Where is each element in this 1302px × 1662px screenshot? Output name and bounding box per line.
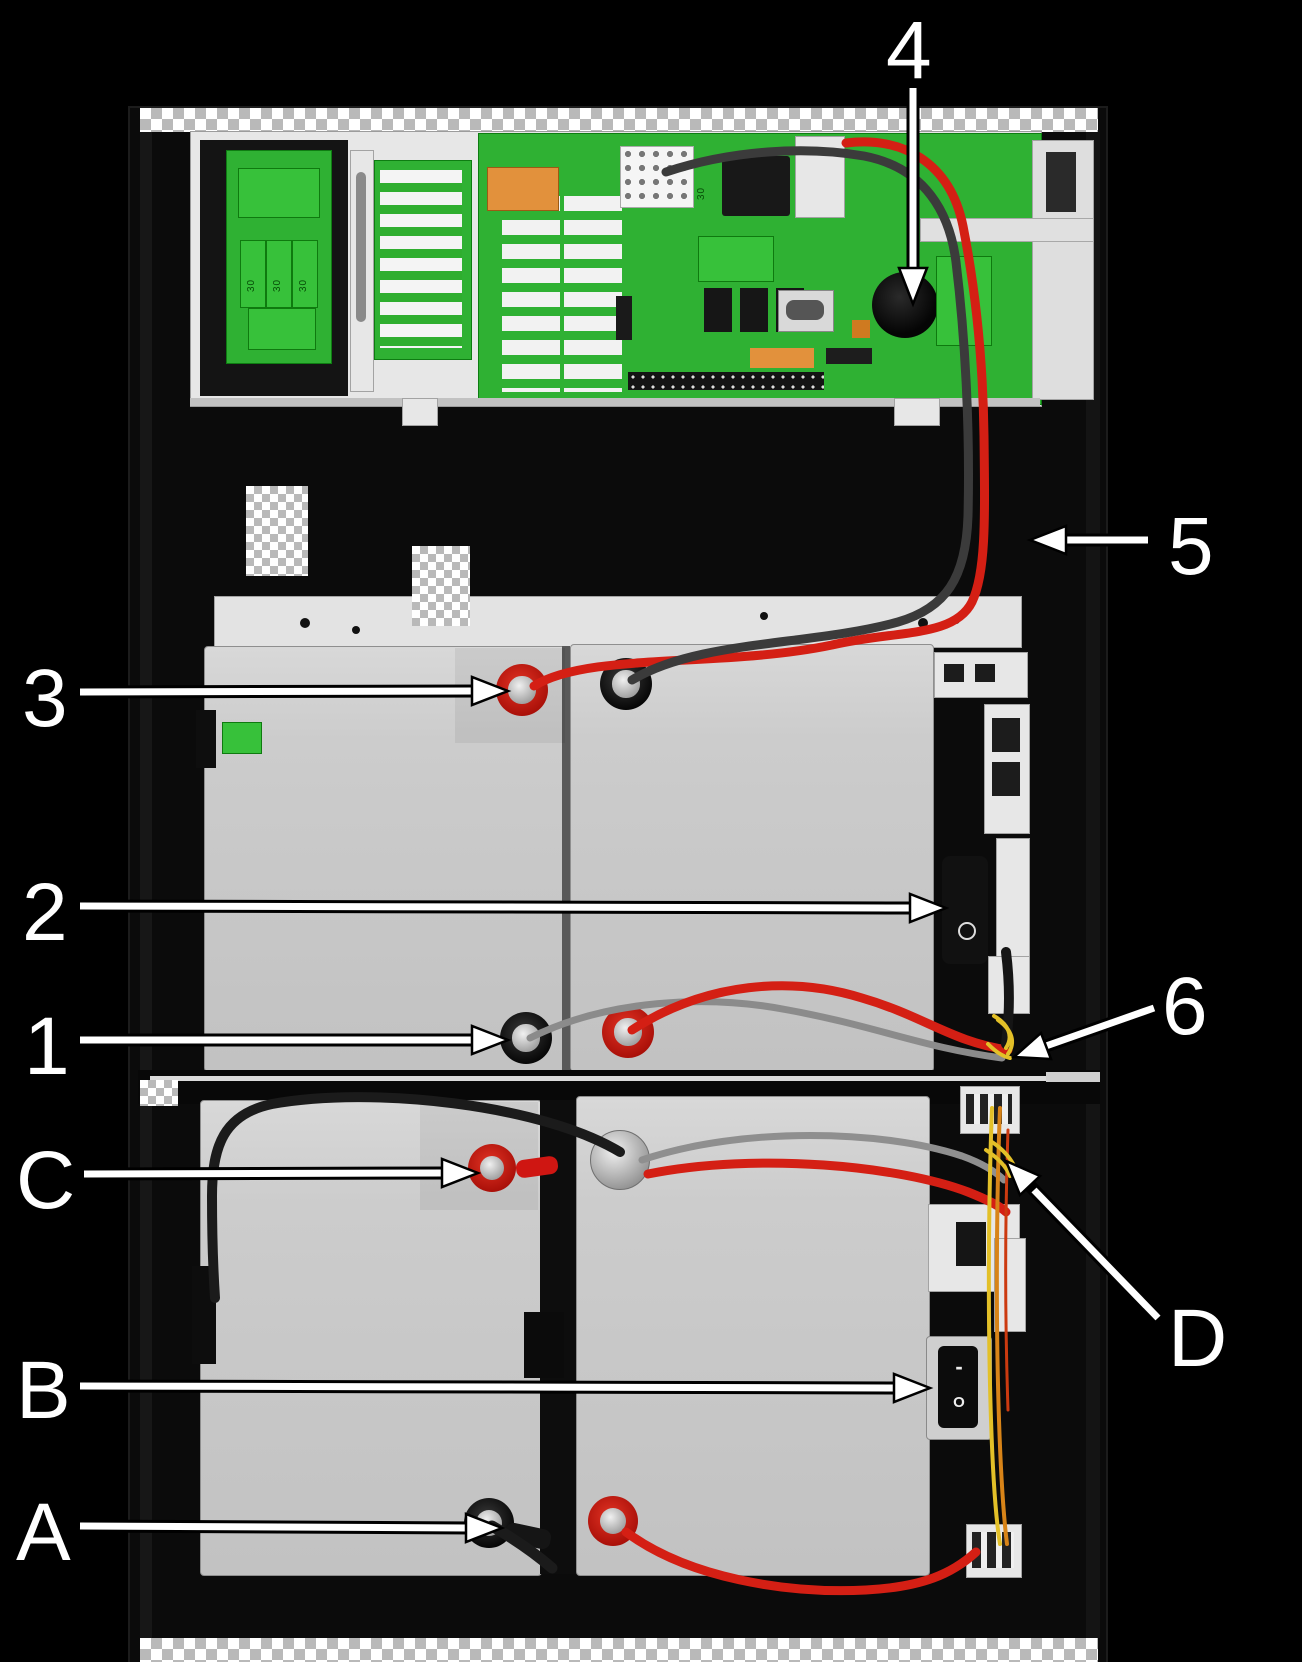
connector-marking-1: 30: [246, 278, 257, 292]
left-board-terminal-bottom: [248, 308, 316, 350]
callout-B-label: B: [16, 1345, 71, 1436]
battery-bracket-strip: [214, 596, 1022, 648]
battery-monitor-clip: [196, 710, 216, 768]
relay-column-2: [564, 196, 622, 392]
chassis-tab-2: [894, 398, 940, 426]
callout-1-label: 1: [24, 1001, 70, 1092]
buzzer: [872, 272, 938, 338]
battery-switch-lower-rocker: [938, 1346, 978, 1428]
callout-A-label: A: [16, 1487, 71, 1578]
terminal-bolt: [508, 676, 536, 704]
green-connector-right: [936, 256, 992, 346]
chassis-lip-right: [920, 218, 1094, 242]
terminal-lower-positive: [468, 1144, 516, 1192]
terminal-upper-negative: [500, 1012, 552, 1064]
cabinet-left-wall: [140, 130, 152, 1638]
terminal-upper-negative-top: [600, 658, 652, 710]
connector-marking-3: 30: [298, 278, 309, 292]
bracket-hole-1: [300, 618, 310, 628]
callout-4-label: 4: [886, 5, 932, 96]
terminal-upper-positive: [496, 664, 548, 716]
switch-on-symbol: -: [955, 1354, 963, 1379]
lower-left-bracket: [192, 1266, 216, 1364]
shelf-divider-edge: [150, 1076, 1100, 1081]
battery-gap-cutout: [524, 1312, 564, 1378]
mid-right-bracket-slot-1: [944, 664, 964, 682]
fuse-rows: [380, 170, 462, 348]
battery-monitor-connector: [222, 722, 262, 754]
bottom-right-connector-bottom-slots: [972, 1532, 1014, 1568]
top-transparency-strip: [140, 108, 1098, 132]
connector-marking-4: 30: [696, 186, 707, 200]
db9-socket: [786, 300, 824, 320]
terminal-lower-bolt: [590, 1130, 650, 1190]
mid-right-rail-slot-1: [992, 718, 1020, 752]
switch-off-symbol: O: [953, 1394, 965, 1411]
chassis-slot: [356, 172, 366, 322]
terminal-bolt: [614, 1018, 642, 1046]
bracket-hole-2: [352, 626, 360, 634]
shelf-transparency-patch: [140, 1080, 178, 1106]
terminal-bolt: [600, 1508, 626, 1534]
left-board-terminal-top: [238, 168, 320, 218]
mid-right-strip: [996, 838, 1030, 958]
green-terminal-mid: [698, 236, 774, 282]
shelf-bracket-right: [1046, 1072, 1100, 1082]
connector-marking-2: 30: [272, 278, 283, 292]
relay-module-black: [722, 156, 790, 216]
ic-orange: [750, 348, 814, 368]
callout-C-label: C: [16, 1135, 76, 1226]
mid-right-bracket-bottom: [988, 956, 1030, 1014]
bracket-hole-5: [952, 616, 960, 624]
transparency-patch-2: [412, 546, 470, 626]
bracket-hole-4: [918, 618, 928, 628]
battery-upper-seam: [562, 646, 570, 1070]
callout-D-label: D: [1168, 1293, 1228, 1384]
callout-2-label: 2: [22, 867, 68, 958]
terminal-lower-positive-2: [588, 1496, 638, 1546]
callout-5-label: 5: [1168, 501, 1214, 592]
left-board-connector-2: [266, 240, 292, 308]
dip-switch: [616, 296, 632, 340]
bracket-hole-3: [760, 612, 768, 620]
callout-3-label: 3: [22, 653, 68, 744]
terminal-upper-positive-bottom: [602, 1006, 654, 1058]
pin-strip: [628, 372, 824, 390]
trimmer-orange: [852, 320, 870, 338]
ic-black: [826, 348, 872, 364]
callout-6-label: 6: [1162, 961, 1208, 1052]
multipin-connector: [620, 146, 694, 208]
terminal-bolt: [512, 1024, 540, 1052]
bottom-right-bracket-hole: [956, 1222, 986, 1266]
terminal-bolt: [476, 1510, 502, 1536]
transformer-orange: [487, 167, 559, 211]
left-board-connector-1: [240, 240, 266, 308]
chassis-tab-top-right: [795, 136, 845, 218]
chassis-right-slot: [1046, 152, 1076, 212]
mid-right-bracket-slot-2: [975, 664, 995, 682]
battery-switch-upper-indicator: [958, 922, 976, 940]
transparency-patch-1: [246, 486, 308, 576]
battery-upper-left: [204, 646, 568, 1072]
battery-switch-upper: [942, 856, 988, 964]
mid-right-rail-slot-2: [992, 762, 1020, 796]
left-board-connector-3: [292, 240, 318, 308]
bottom-right-connector-top-slots: [966, 1094, 1012, 1124]
bottom-right-strip: [994, 1238, 1026, 1332]
bottom-transparency-strip: [140, 1638, 1098, 1662]
terminal-bolt: [479, 1155, 505, 1181]
terminal-bolt: [612, 670, 640, 698]
chassis-tab-1: [402, 398, 438, 426]
relay-column-1: [502, 196, 560, 392]
